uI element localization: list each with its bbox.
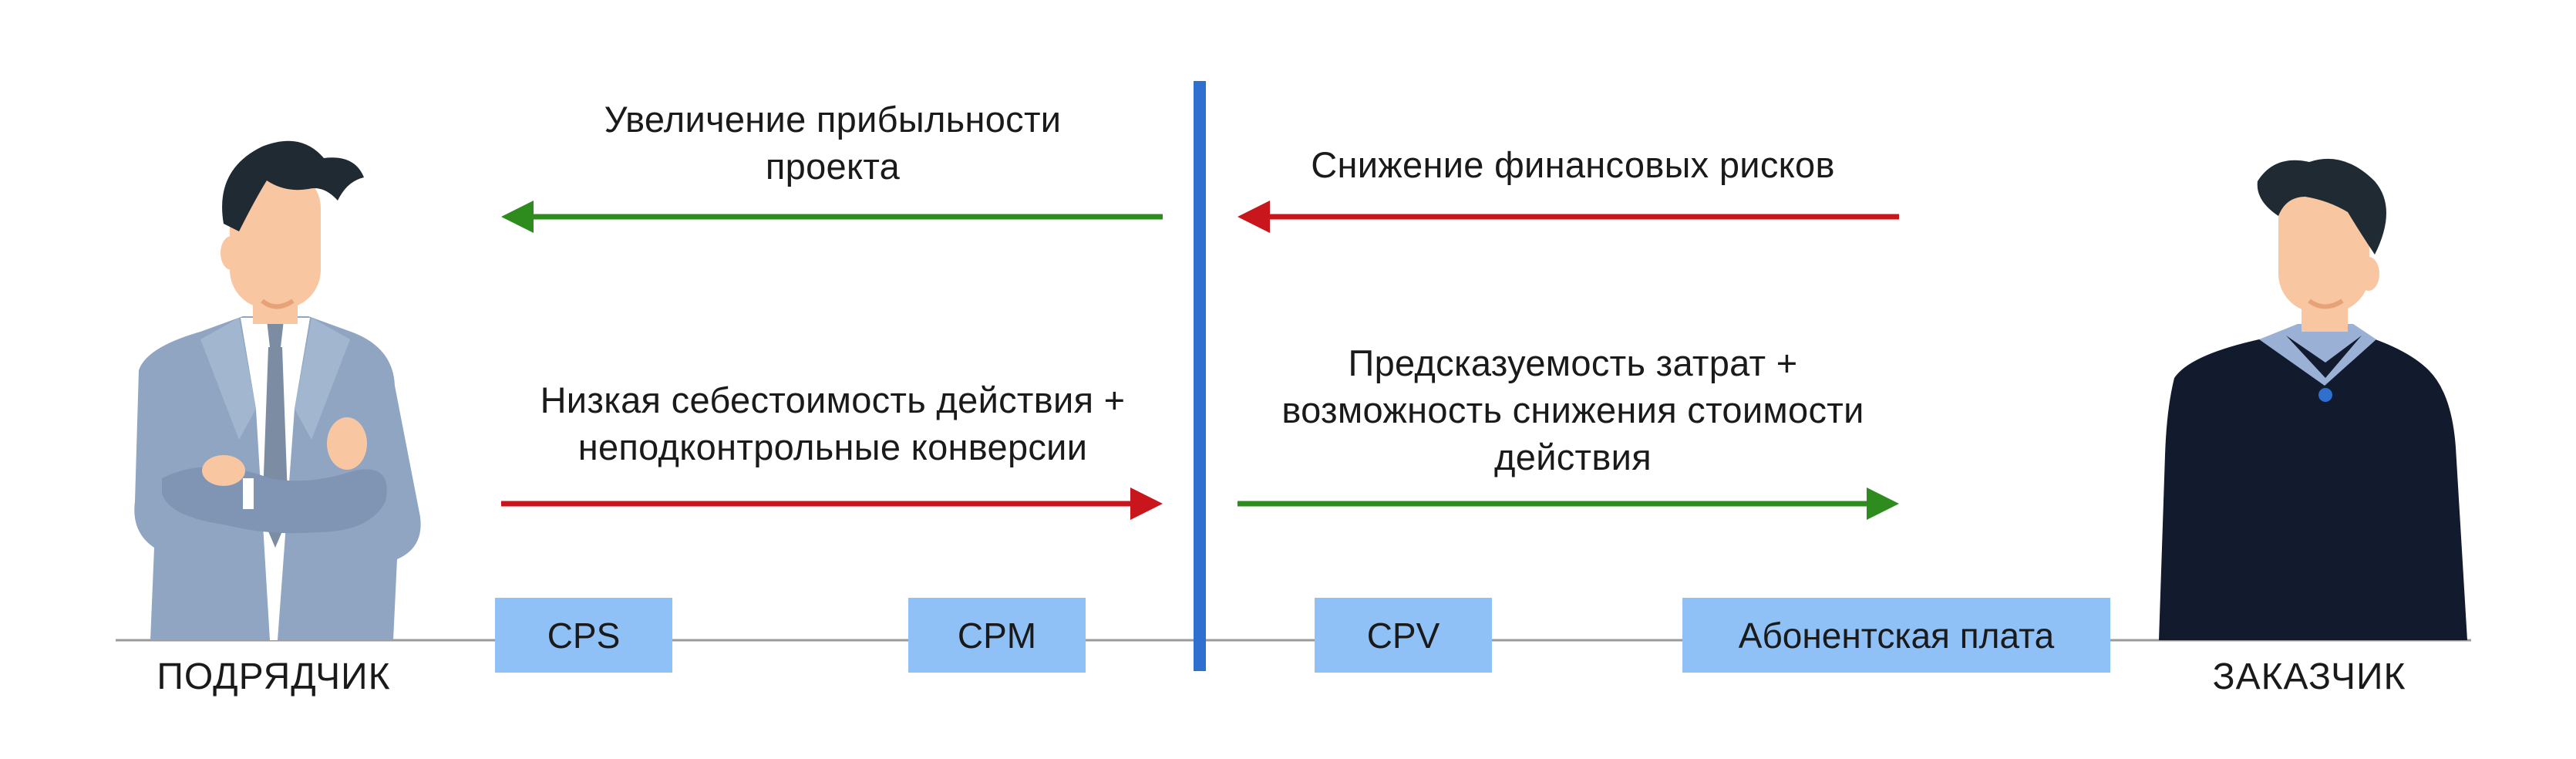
red-arrow-right — [501, 487, 1163, 520]
model-box-cps: CPS — [495, 598, 672, 673]
model-box-cpv: CPV — [1315, 598, 1492, 673]
green-arrow-left — [501, 201, 1163, 233]
customer-benefit-bottom-line-3: действия — [1494, 437, 1652, 477]
contractor-benefit-bottom-line-2: неподконтрольные конверсии — [577, 427, 1088, 467]
customer-benefit-bottom: Предсказуемость затрат + возможность сни… — [1203, 339, 1943, 481]
contractor-benefit-bottom-line-1: Низкая себестоимость действия + — [540, 380, 1126, 420]
contractor-benefit-bottom: Низкая себестоимость действия + неподкон… — [463, 376, 1203, 471]
center-divider — [1194, 81, 1206, 671]
contractor-role-label: ПОДРЯДЧИК — [157, 656, 391, 697]
contractor-benefit-top-line-1: Увеличение прибыльности — [604, 99, 1062, 140]
customer-benefit-bottom-line-2: возможность снижения стоимости — [1281, 390, 1864, 430]
contractor-benefit-top: Увеличение прибыльности проекта — [463, 96, 1203, 190]
customer-benefit-top: Снижение финансовых рисков — [1203, 141, 1943, 188]
customer-role-label: ЗАКАЗЧИК — [2212, 656, 2406, 697]
customer-benefit-top-line-1: Снижение финансовых рисков — [1311, 144, 1835, 185]
green-arrow-right — [1237, 487, 1899, 520]
contractor-person-icon — [134, 140, 421, 640]
model-box-cpm: CPM — [908, 598, 1086, 673]
model-box-subscription: Абонентская плата — [1682, 598, 2110, 673]
customer-person-icon — [2159, 158, 2467, 640]
red-arrow-left — [1237, 201, 1899, 233]
customer-benefit-bottom-line-1: Предсказуемость затрат + — [1348, 342, 1798, 383]
contractor-benefit-top-line-2: проекта — [765, 146, 901, 187]
